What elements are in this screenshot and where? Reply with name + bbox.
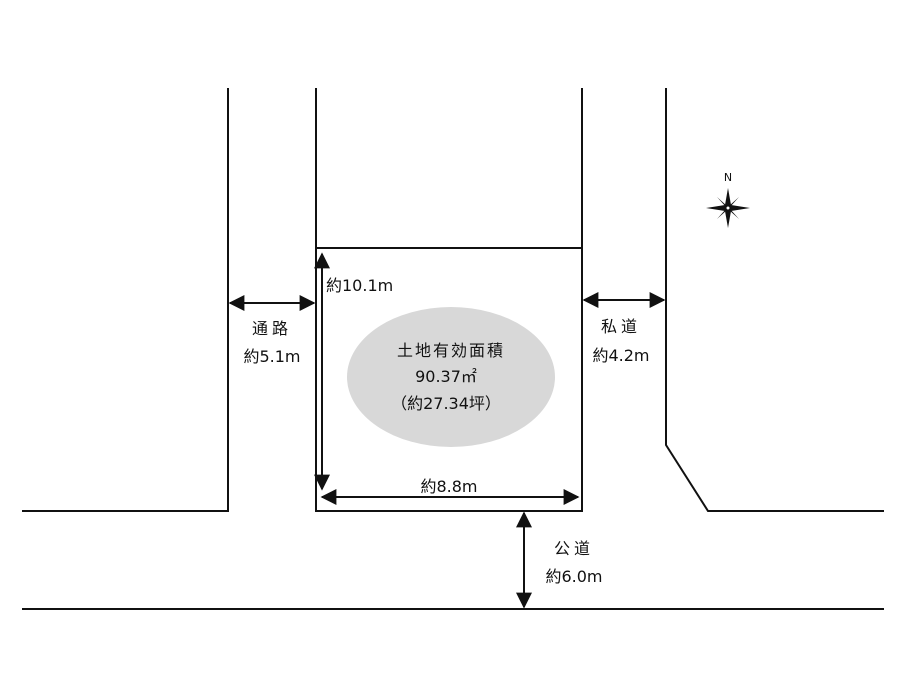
depth-label: 約10.1m — [326, 276, 393, 295]
area-tsubo: （約27.34坪） — [391, 394, 501, 413]
compass-rose-icon — [706, 188, 750, 228]
left-block-boundary — [22, 88, 229, 512]
right-road-name: 私道 — [601, 317, 641, 336]
left-road-width: 約5.1m — [243, 347, 300, 366]
area-m2: 90.37㎡ — [415, 367, 477, 386]
right-block-boundary — [665, 88, 884, 512]
bottom-road-width: 約6.0m — [545, 567, 602, 586]
bottom-road-name: 公道 — [554, 539, 594, 558]
area-title: 土地有効面積 — [397, 341, 505, 360]
frontage-label: 約8.8m — [420, 477, 477, 496]
left-road-name: 通路 — [252, 319, 292, 338]
area-ellipse — [347, 307, 555, 447]
compass-north-label: N — [724, 171, 732, 184]
right-road-width: 約4.2m — [592, 346, 649, 365]
plot-boundary — [315, 88, 583, 512]
